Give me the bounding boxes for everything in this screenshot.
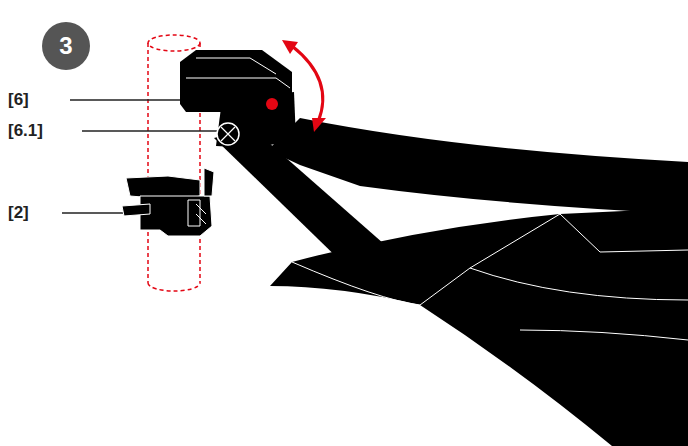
fender <box>214 118 688 446</box>
step-number: 3 <box>42 22 90 70</box>
callout-number: [6] <box>8 89 29 111</box>
callout-number: [2] <box>8 202 29 224</box>
bracket <box>122 168 214 236</box>
clamp <box>180 50 296 148</box>
rotation-arrow <box>282 40 326 132</box>
step-badge: 3 <box>42 22 90 70</box>
callout-number: [6.1] <box>8 120 43 142</box>
fender-edges <box>292 214 688 340</box>
